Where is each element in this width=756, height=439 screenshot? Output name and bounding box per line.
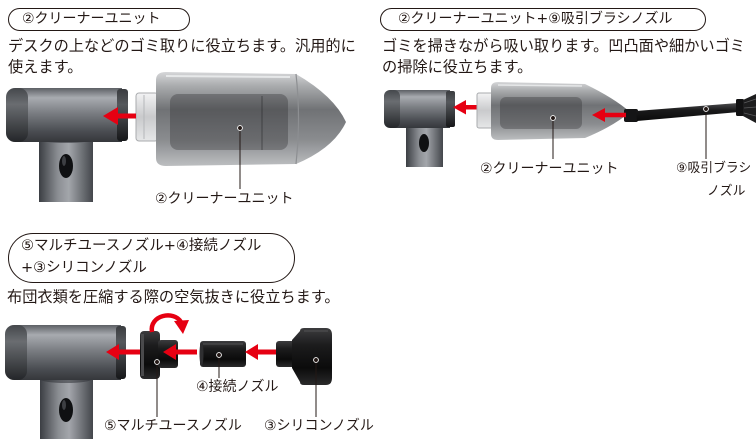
- arrow-left-icon: [103, 107, 136, 125]
- section-description-cleaner-unit: デスクの上などのゴミ取りに役立ちます。汎用的に 使えます。: [8, 36, 356, 78]
- callout-line-connection-nozzle: [216, 352, 222, 378]
- rotate-arrow-icon: [149, 313, 189, 334]
- vacuum-body: [384, 90, 455, 167]
- callout-line-brush-nozzle: [703, 106, 709, 159]
- description-line: ゴミを掃きながら吸い取ります。凹凸面や細かいゴミ: [382, 37, 745, 55]
- section-title-compression: ⑤マルチユースノズル+④接続ノズル +③シリコンノズル: [8, 233, 295, 283]
- arrow-left-icon: [245, 344, 279, 360]
- section-title-line: ⑤マルチユースノズル+④接続ノズル: [21, 238, 262, 254]
- description-line: の掃除に役立ちます。: [382, 58, 533, 76]
- cleaner-unit: [476, 82, 630, 140]
- callout-line-cleaner-unit: [550, 115, 556, 159]
- cleaner-unit-illustration: [6, 72, 346, 202]
- description-line: デスクの上などのゴミ取りに役立ちます。汎用的に: [8, 37, 356, 55]
- section-title-cleaner-brush: ②クリーナーユニット+⑨吸引ブラシノズル: [380, 8, 706, 31]
- label-multi-use-nozzle: ⑤マルチユースノズル: [104, 418, 242, 434]
- section-title-text: ②クリーナーユニット: [22, 11, 161, 27]
- description-line: 布団衣類を圧縮する際の空気抜きに役立ちます。: [7, 288, 340, 306]
- vacuum-body: [6, 88, 128, 202]
- cleaner-brush-illustration: [384, 82, 756, 167]
- label-cleaner-unit: ②クリーナーユニット: [480, 161, 619, 177]
- arrow-left-icon: [592, 108, 626, 122]
- compression-illustration: [5, 313, 332, 439]
- section-title-text: ②クリーナーユニット+⑨吸引ブラシノズル: [398, 11, 673, 27]
- connection-nozzle: [199, 341, 246, 367]
- section-description-compression: 布団衣類を圧縮する際の空気抜きに役立ちます。: [7, 287, 340, 308]
- label-connection-nozzle: ④接続ノズル: [196, 379, 279, 395]
- section-title-line: +③シリコンノズル: [21, 260, 147, 276]
- callout-line-cleaner-unit: [237, 125, 243, 189]
- suction-brush-nozzle: [624, 94, 756, 123]
- section-title-cleaner-unit: ②クリーナーユニット: [8, 8, 190, 31]
- callout-line-silicone-nozzle: [313, 357, 319, 417]
- silicone-nozzle: [276, 328, 332, 385]
- arrow-left-icon: [106, 344, 140, 360]
- arrow-left-icon: [453, 100, 487, 115]
- callout-line-multi-use-nozzle: [154, 359, 160, 417]
- arrow-left-icon: [163, 344, 197, 360]
- description-line: 使えます。: [8, 58, 83, 76]
- cleaner-unit: [135, 72, 346, 166]
- label-brush-nozzle-line2: ノズル: [707, 184, 746, 199]
- label-cleaner-unit: ②クリーナーユニット: [155, 191, 294, 207]
- label-brush-nozzle-line1: ⑨吸引ブラシ: [676, 161, 752, 176]
- label-silicone-nozzle: ③シリコンノズル: [264, 418, 374, 434]
- section-description-cleaner-brush: ゴミを掃きながら吸い取ります。凹凸面や細かいゴミ の掃除に役立ちます。: [382, 36, 745, 78]
